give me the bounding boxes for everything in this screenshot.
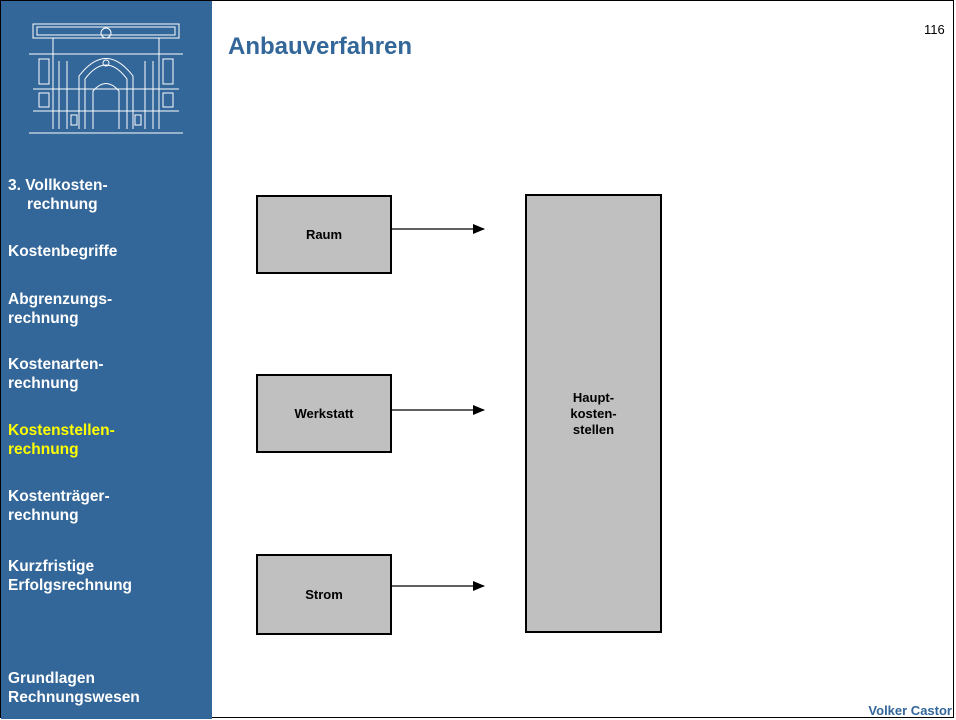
sidebar: 3. Vollkosten- rechnung Kostenbegriffe A… (1, 1, 212, 719)
author-name: Volker Castor (868, 703, 952, 718)
sidebar-item-label: Erfolgsrechnung (8, 577, 133, 594)
page-number: 116 (924, 22, 945, 37)
sidebar-item-label: Grundlagen (8, 670, 95, 687)
sidebar-item-vollkostenrechnung[interactable]: 3. Vollkosten- rechnung (8, 176, 108, 214)
target-box-label-line: kosten- (570, 405, 617, 421)
sidebar-item-abgrenzungsrechnung[interactable]: Abgrenzungs- rechnung (8, 290, 112, 328)
sidebar-item-label: Kostenstellen- (8, 422, 115, 439)
sidebar-item-kostenstellenrechnung[interactable]: Kostenstellen- rechnung (8, 421, 115, 459)
source-box-label: Strom (305, 586, 343, 602)
source-box-werkstatt: Werkstatt (256, 374, 392, 453)
sidebar-item-kostenartenrechnung[interactable]: Kostenarten- rechnung (8, 355, 104, 393)
sidebar-item-label: rechnung (8, 310, 79, 327)
sidebar-item-kostentraegerrechnung[interactable]: Kostenträger- rechnung (8, 487, 110, 525)
sidebar-item-label: Abgrenzungs- (8, 291, 113, 308)
building-logo-icon (29, 23, 183, 134)
sidebar-item-label: rechnung (8, 441, 79, 458)
target-box-label-line: Haupt- (572, 389, 615, 405)
sidebar-item-label: Rechnungswesen (8, 689, 140, 706)
source-box-label: Werkstatt (294, 405, 354, 421)
slide-title: Anbauverfahren (228, 33, 413, 60)
sidebar-item-label: rechnung (27, 196, 98, 213)
sidebar-item-label: Kostenarten- (8, 356, 104, 373)
source-box-label: Raum (305, 226, 343, 242)
sidebar-item-label: Kostenbegriffe (8, 243, 118, 260)
sidebar-item-kurzfristige-erfolgsrechnung[interactable]: Kurzfristige Erfolgsrechnung (8, 557, 132, 595)
sidebar-item-label: Kurzfristige (8, 558, 95, 575)
sidebar-item-label: rechnung (8, 375, 79, 392)
target-box-hauptkostenstellen: Haupt- kosten- stellen (525, 194, 662, 633)
sidebar-item-grundlagen-rechnungswesen[interactable]: Grundlagen Rechnungswesen (8, 669, 140, 707)
source-box-raum: Raum (256, 195, 392, 274)
sidebar-item-label: 3. Vollkosten- (8, 177, 108, 194)
sidebar-item-label: rechnung (8, 507, 79, 524)
source-box-strom: Strom (256, 554, 392, 635)
sidebar-item-kostenbegriffe[interactable]: Kostenbegriffe (8, 242, 117, 261)
target-box-label-line: stellen (572, 421, 615, 437)
sidebar-item-label: Kostenträger- (8, 488, 110, 505)
